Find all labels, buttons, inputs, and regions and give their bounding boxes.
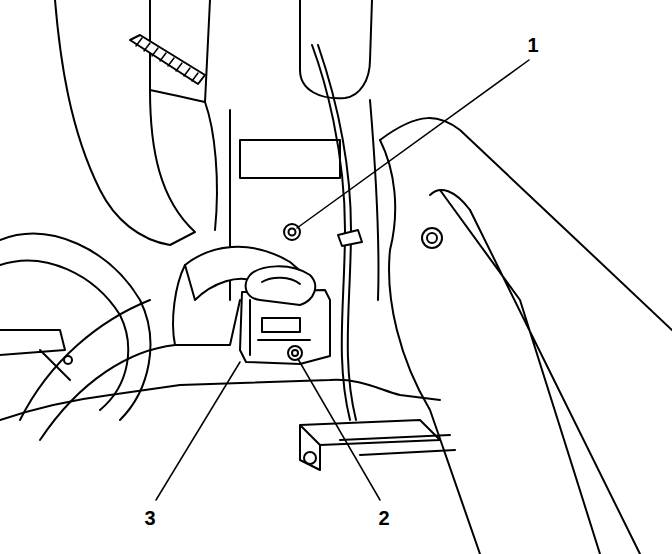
hatch-strip <box>130 35 205 84</box>
lower-bolt <box>288 346 302 360</box>
seat-rail <box>340 435 455 455</box>
callout-text: 3 <box>143 507 156 529</box>
callout-number: 2 <box>377 507 390 529</box>
leader-line <box>298 359 380 500</box>
lower-bolt <box>292 350 298 356</box>
belt-loop <box>262 278 300 284</box>
belt-webbing <box>20 300 175 440</box>
seat-back <box>380 118 672 330</box>
callout-number: 1 <box>526 34 539 56</box>
trim-panel <box>55 0 195 245</box>
callout-number: 3 <box>143 507 156 529</box>
seat-back <box>380 140 480 554</box>
wheelhouse <box>0 261 128 410</box>
pillar <box>300 0 372 98</box>
upper-bolt <box>289 229 296 236</box>
seat-bolt <box>422 228 442 248</box>
belt-webbing <box>173 265 240 345</box>
rail-end <box>304 452 316 464</box>
retractor-slot <box>262 318 300 332</box>
belt-loop <box>246 266 316 305</box>
trim-edge <box>205 102 217 230</box>
retractor-slot <box>250 300 310 355</box>
upper-bolt <box>284 224 300 240</box>
pillar-opening <box>240 140 340 178</box>
hatch-lines <box>136 38 198 81</box>
seat-back <box>440 190 640 554</box>
leader-line <box>297 60 529 228</box>
callout-text: 1 <box>526 34 539 56</box>
seat-bolt <box>427 233 437 243</box>
seat-rail <box>300 420 440 470</box>
wire-clip <box>338 230 362 246</box>
callout-text: 2 <box>377 507 390 529</box>
leader-line <box>156 362 240 500</box>
seat-back <box>430 190 470 210</box>
